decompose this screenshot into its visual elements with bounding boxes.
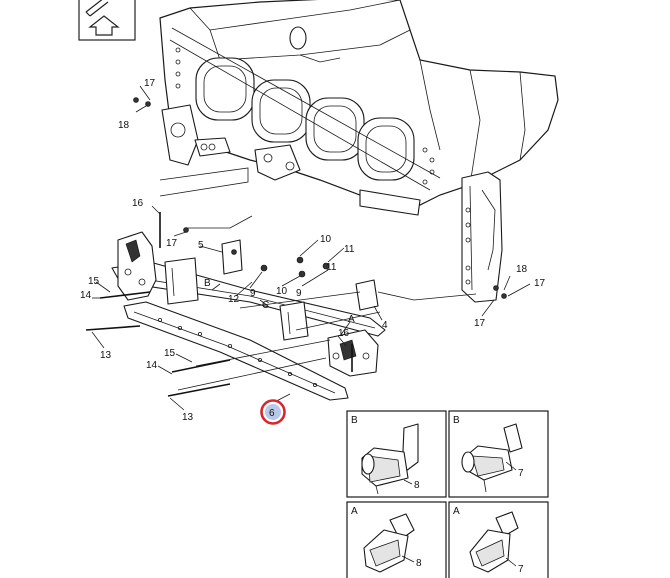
callout-17: 17	[474, 318, 486, 329]
up-arrow-icon	[88, 15, 120, 36]
callout-9: 9	[250, 288, 256, 299]
svg-text:6: 6	[269, 408, 275, 419]
callout-18: 18	[118, 120, 130, 131]
callout-16: 16	[338, 328, 350, 339]
callout-9: 9	[296, 288, 302, 299]
callout-11: 11	[326, 262, 337, 273]
callout-5: 5	[198, 240, 204, 251]
detail-panel-a-left: A 8	[346, 501, 447, 578]
callout-13: 13	[100, 350, 112, 361]
leader-lines	[91, 85, 531, 411]
detail-panel-b-left: B 8	[346, 410, 447, 498]
svg-text:B: B	[453, 415, 460, 426]
callout-labels: 17 18 16 17 5 10 11 9 10 11 9 12 15 14 1…	[80, 78, 546, 423]
chassis-frame	[159, 0, 559, 303]
callout-15: 15	[88, 276, 100, 287]
callout-17: 17	[534, 278, 546, 289]
callout-16: 16	[132, 198, 144, 209]
callout-8: 8	[414, 480, 420, 491]
callout-12: 12	[228, 294, 240, 305]
callout-14: 14	[80, 290, 92, 301]
edit-icon	[85, 0, 109, 17]
beam-holes	[157, 317, 317, 387]
callout-7: 7	[518, 564, 524, 575]
bumper-bracket-assembly	[85, 97, 507, 401]
svg-text:B: B	[351, 415, 358, 426]
detail-panel-a-right: A 7	[448, 501, 549, 578]
bolts	[85, 97, 507, 397]
callout-13: 13	[182, 412, 194, 423]
callout-10: 10	[276, 286, 288, 297]
nav-icon-box[interactable]	[78, 0, 136, 41]
callout-7: 7	[518, 468, 524, 479]
callout-8: 8	[416, 558, 422, 569]
callout-15: 15	[164, 348, 176, 359]
callout-14: 14	[146, 360, 158, 371]
callout-4: 4	[382, 320, 388, 331]
frame-bolt-holes	[175, 47, 435, 185]
section-label-b: B	[204, 278, 211, 289]
callout-18: 18	[516, 264, 528, 275]
svg-text:A: A	[453, 506, 460, 517]
callout-17: 17	[144, 78, 156, 89]
callout-11: 11	[344, 244, 355, 255]
callout-17: 17	[166, 238, 178, 249]
detail-panel-b-right: B 7	[448, 410, 549, 498]
section-label-c: C	[262, 300, 269, 311]
section-label-a: A	[348, 314, 355, 325]
svg-text:A: A	[351, 506, 358, 517]
highlighted-callout-6[interactable]: 6	[260, 399, 286, 425]
callout-10: 10	[320, 234, 332, 245]
